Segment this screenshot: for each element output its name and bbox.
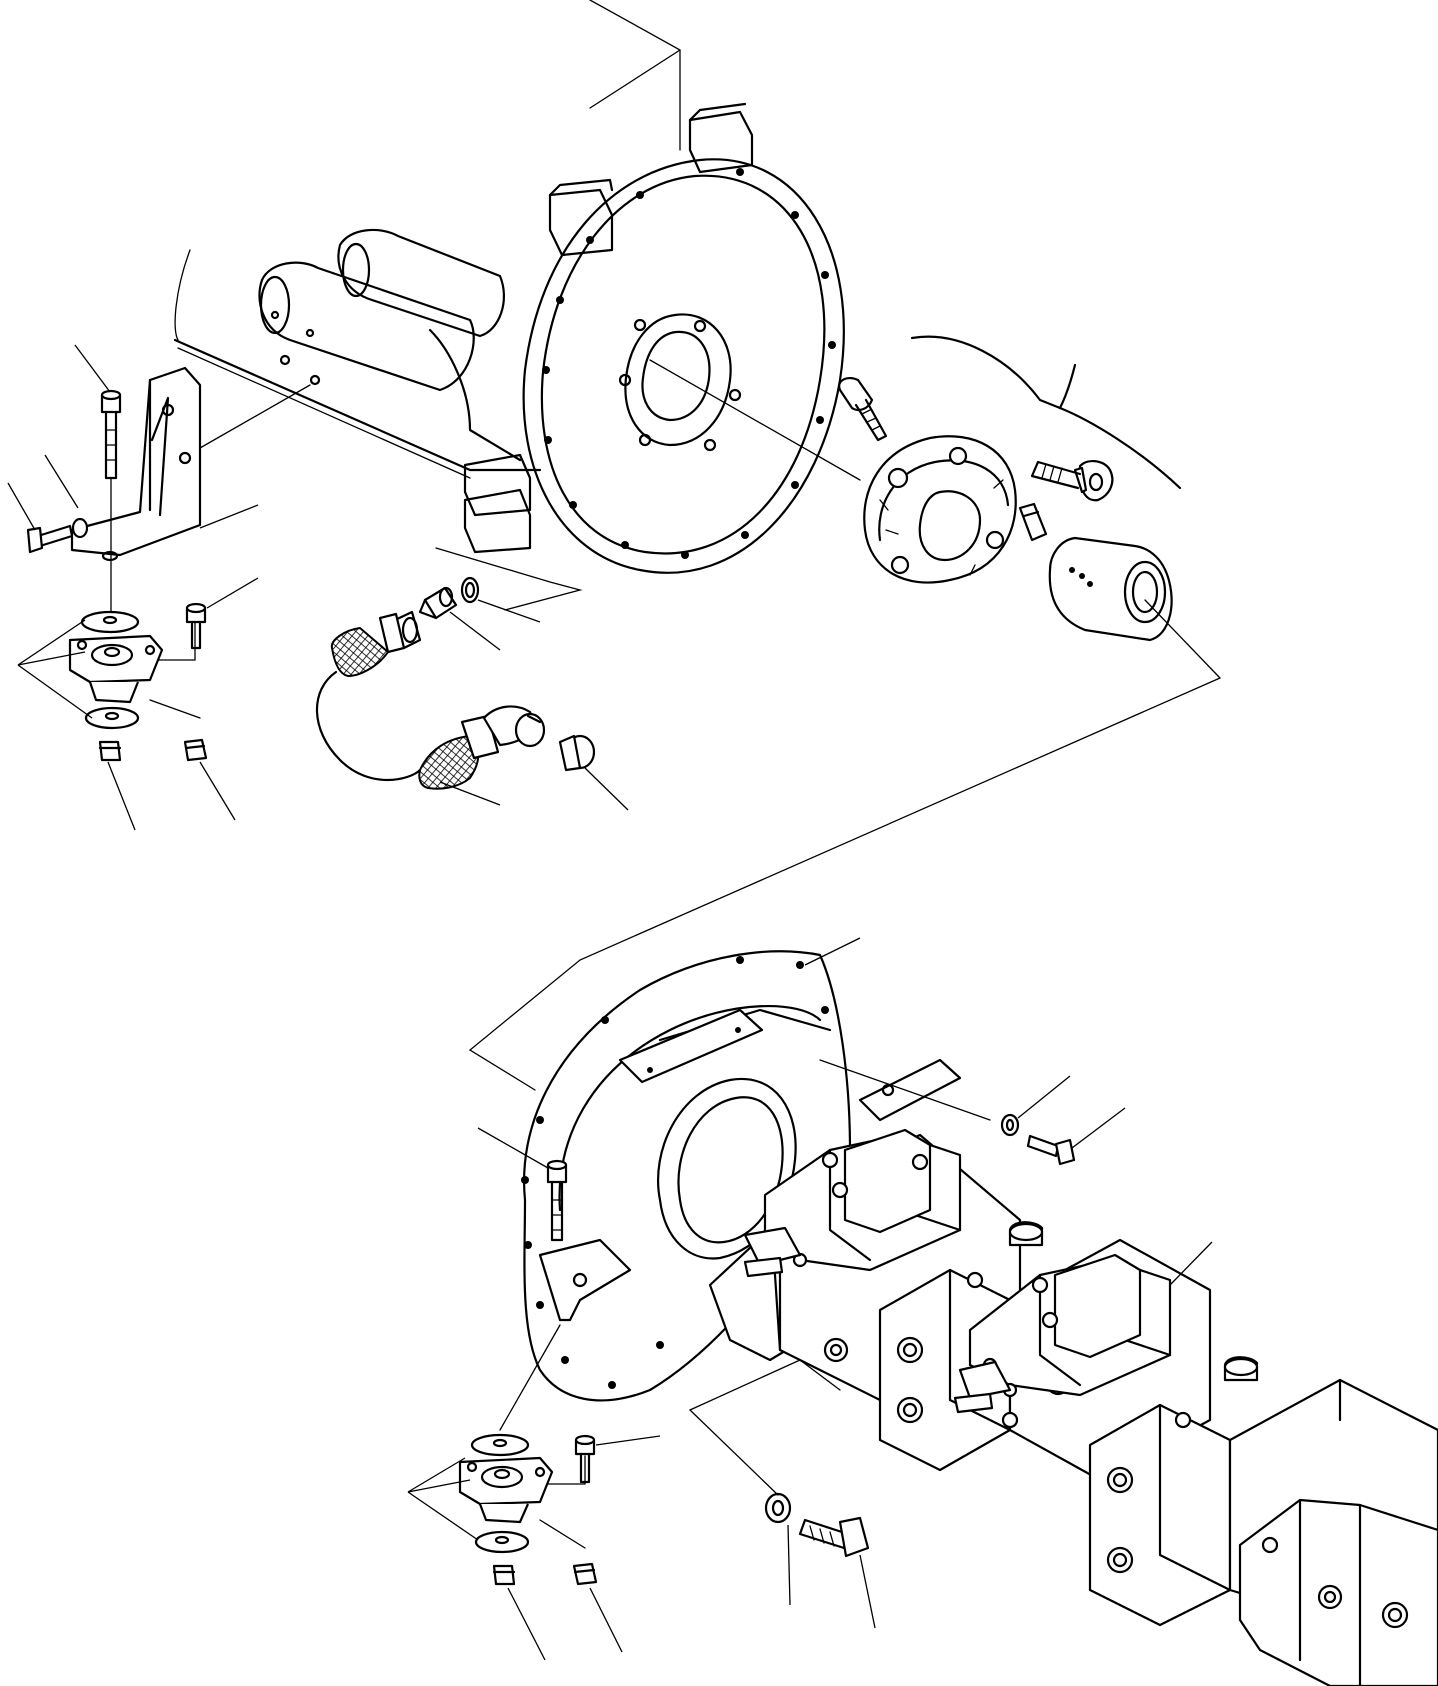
leader-lower-nut-right: [589, 1587, 623, 1653]
engine-mount-left: [26, 366, 311, 762]
leader-cap: [584, 767, 629, 811]
assembly-reference-line: [468, 677, 1221, 1091]
leader-pump-bolt: [859, 1554, 876, 1629]
leader-lower-stack: [407, 1457, 479, 1541]
leader-pump-washer: [787, 1524, 791, 1606]
leader-flange-bolt: [1071, 1107, 1126, 1149]
leader-mount-stack: [17, 619, 93, 719]
leader-lower-nut-left: [507, 1587, 546, 1661]
leader-flange-washer: [1017, 1075, 1071, 1119]
pump-mounting-flange: [499, 950, 991, 1431]
callout-leaders: [7, 344, 1213, 1661]
pump-mount-lower: [458, 1433, 598, 1586]
engine-flywheel-housing: [173, 0, 861, 574]
speed-sensor-cable: [315, 547, 596, 790]
leader-pump: [1169, 1241, 1213, 1286]
leader-plate-bolt: [477, 1127, 549, 1169]
leader-flange: [804, 937, 861, 966]
leader-lower-bolt: [595, 1435, 661, 1446]
hydraulic-pump-tandem: [708, 1128, 1438, 1686]
pump-flange-hardware: [689, 1113, 1076, 1558]
leader-bracket: [199, 504, 259, 529]
leader-oring: [477, 599, 541, 623]
leader-washer: [44, 454, 79, 509]
leader-small-bolt: [206, 577, 259, 609]
leader-nut-left: [107, 761, 136, 831]
leader-side-bolt: [7, 482, 36, 531]
coupling-set: [838, 335, 1221, 679]
leader-mount-bolt: [74, 344, 111, 393]
leader-sensor: [449, 611, 501, 651]
leader-nut-right: [199, 761, 236, 821]
leader-cable: [439, 781, 501, 806]
